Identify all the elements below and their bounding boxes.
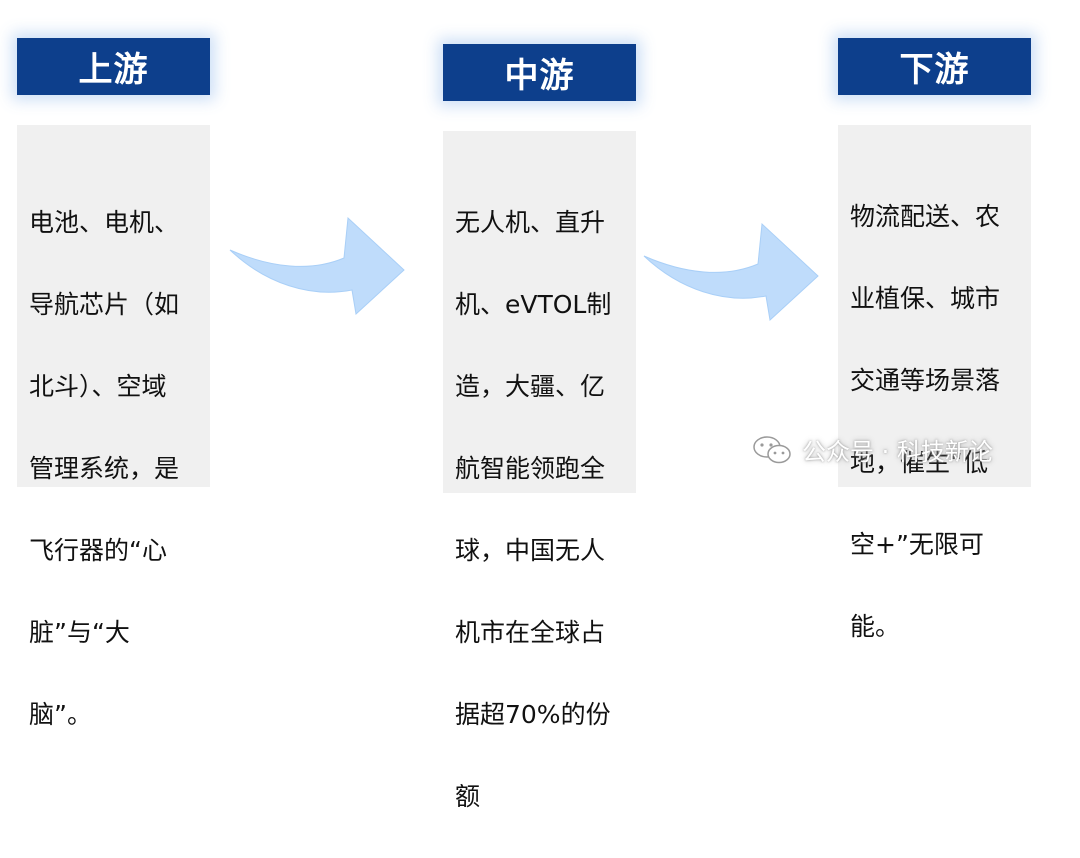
downstream-line: 空+”无限可 bbox=[850, 530, 984, 559]
midstream-line: 据超70%的份 bbox=[455, 700, 611, 729]
midstream-header: 中游 bbox=[443, 44, 636, 101]
midstream-text: 无人机、直升 机、eVTOL制 造，大疆、亿 航智能领跑全 球，中国无人 机市在… bbox=[455, 161, 624, 858]
downstream-line: 地，催生“低 bbox=[850, 448, 988, 477]
midstream-line: 球，中国无人 bbox=[455, 536, 606, 565]
upstream-line: 脏”与“大 bbox=[29, 618, 130, 647]
downstream-line: 业植保、城市 bbox=[850, 284, 1001, 313]
downstream-title: 下游 bbox=[899, 50, 970, 90]
upstream-line: 脑”。 bbox=[29, 700, 92, 729]
downstream-text: 物流配送、农 业植保、城市 交通等场景落 地，催生“低 空+”无限可 能。 bbox=[850, 155, 1019, 688]
watermark: 公众号 · 科技新论 bbox=[752, 432, 993, 467]
downstream-header: 下游 bbox=[838, 38, 1031, 95]
upstream-box: 电池、电机、 导航芯片（如 北斗）、空域 管理系统，是 飞行器的“心 脏”与“大… bbox=[17, 125, 210, 729]
downstream-line: 能。 bbox=[850, 612, 901, 641]
midstream-line: 额 bbox=[455, 782, 481, 811]
upstream-line: 北斗）、空域 bbox=[29, 372, 167, 401]
midstream-line: 无人机、直升 bbox=[455, 208, 606, 237]
flow-arrow-1 bbox=[229, 216, 405, 315]
midstream-title: 中游 bbox=[504, 56, 575, 96]
downstream-box: 物流配送、农 业植保、城市 交通等场景落 地，催生“低 空+”无限可 能。 bbox=[838, 125, 1031, 641]
flow-arrow-2 bbox=[643, 222, 819, 321]
upstream-header: 上游 bbox=[17, 38, 210, 95]
midstream-box: 无人机、直升 机、eVTOL制 造，大疆、亿 航智能领跑全 球，中国无人 机市在… bbox=[443, 131, 636, 811]
upstream-line: 导航芯片（如 bbox=[29, 290, 180, 319]
midstream-line: 机市在全球占 bbox=[455, 618, 606, 647]
midstream-line: 造，大疆、亿 bbox=[455, 372, 606, 401]
upstream-line: 管理系统，是 bbox=[29, 454, 180, 483]
upstream-text: 电池、电机、 导航芯片（如 北斗）、空域 管理系统，是 飞行器的“心 脏”与“大… bbox=[29, 161, 198, 776]
upstream-title: 上游 bbox=[78, 50, 149, 90]
downstream-line: 物流配送、农 bbox=[850, 202, 1001, 231]
midstream-line: 机、eVTOL制 bbox=[455, 290, 612, 319]
upstream-line: 电池、电机、 bbox=[29, 208, 180, 237]
wechat-icon bbox=[753, 435, 791, 463]
midstream-line: 航智能领跑全 bbox=[455, 454, 606, 483]
downstream-line: 交通等场景落 bbox=[850, 366, 1001, 395]
watermark-text: 公众号 · 科技新论 bbox=[802, 438, 993, 466]
upstream-line: 飞行器的“心 bbox=[29, 536, 167, 565]
